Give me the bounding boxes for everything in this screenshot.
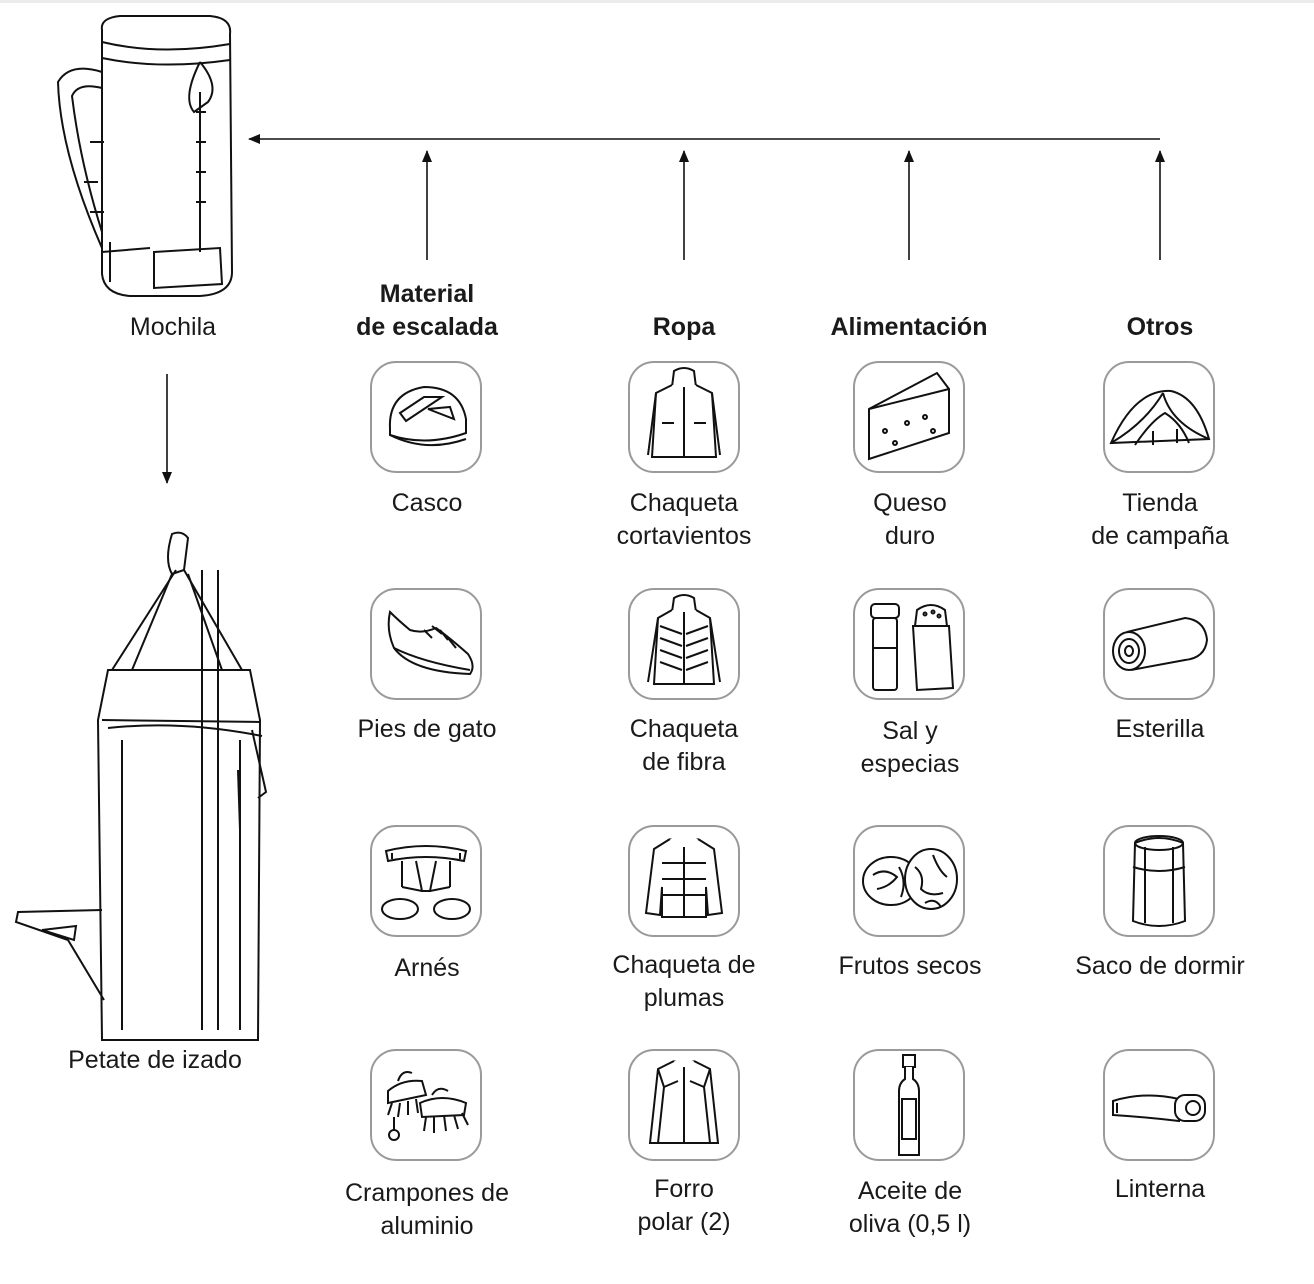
oil-bottle-icon <box>898 1054 920 1156</box>
label-chaqueta-plumas: Chaqueta de plumas <box>612 951 756 1012</box>
tile-chaqueta-fibra <box>628 588 740 700</box>
tile-aceite <box>853 1049 965 1161</box>
label-aceite: Aceite de oliva (0,5 l) <box>848 1177 972 1238</box>
label-saco: Saco de dormir <box>1075 952 1245 980</box>
tile-crampones <box>370 1049 482 1161</box>
label-frutos-secos: Frutos secos <box>838 952 982 980</box>
label-forro-polar: Forro polar (2) <box>637 1175 731 1236</box>
label-pies-de-gato: Pies de gato <box>357 715 497 743</box>
sleeping-mat-icon <box>1112 616 1209 671</box>
tile-saco <box>1103 825 1215 937</box>
tile-casco <box>370 361 482 473</box>
label-linterna: Linterna <box>1114 1175 1206 1203</box>
salt-shaker-icon <box>870 603 955 692</box>
down-jacket-icon <box>644 838 724 918</box>
cheese-icon <box>868 371 950 461</box>
tile-tienda <box>1103 361 1215 473</box>
tile-esterilla <box>1103 588 1215 700</box>
backpack-icon <box>56 15 234 297</box>
haulbag-label: Petate de izado <box>68 1046 242 1074</box>
walnut-icon <box>862 848 958 910</box>
crampons-icon <box>387 1071 469 1141</box>
tile-frutos-secos <box>853 825 965 937</box>
tile-linterna <box>1103 1049 1215 1161</box>
top-rule <box>0 0 1314 3</box>
fleece-icon <box>648 1060 720 1144</box>
label-chaqueta-fibra: Chaqueta de fibra <box>629 715 739 776</box>
label-esterilla: Esterilla <box>1115 715 1205 743</box>
tent-icon <box>1109 389 1211 446</box>
label-queso: Queso duro <box>873 489 947 550</box>
label-arnes: Arnés <box>394 954 460 982</box>
fiber-jacket-icon <box>647 594 721 685</box>
label-crampones: Crampones de aluminio <box>345 1179 509 1240</box>
haul-bag-icon <box>14 531 268 1041</box>
climbing-shoe-icon <box>387 610 474 676</box>
tile-cortavientos <box>628 361 740 473</box>
sleeping-bag-icon <box>1131 835 1187 927</box>
tile-forro-polar <box>628 1049 740 1161</box>
backpack-label: Mochila <box>129 313 217 341</box>
headlamp-icon <box>1112 1094 1206 1123</box>
tile-chaqueta-plumas <box>628 825 740 937</box>
helmet-icon <box>388 385 467 447</box>
tile-pies-de-gato <box>370 588 482 700</box>
header-ropa: Ropa <box>652 313 716 341</box>
harness-icon <box>381 845 471 920</box>
tile-arnes <box>370 825 482 937</box>
header-otros: Otros <box>1126 313 1194 341</box>
label-casco: Casco <box>391 489 463 517</box>
label-tienda: Tienda de campaña <box>1091 489 1229 550</box>
label-sal: Sal y especias <box>860 717 960 778</box>
header-material: Material de escalada <box>356 280 498 341</box>
tile-sal <box>853 588 965 700</box>
label-cortavientos: Chaqueta cortavientos <box>616 489 752 550</box>
header-alimentacion: Alimentación <box>830 313 988 341</box>
tile-queso <box>853 361 965 473</box>
windbreaker-icon <box>647 367 721 458</box>
